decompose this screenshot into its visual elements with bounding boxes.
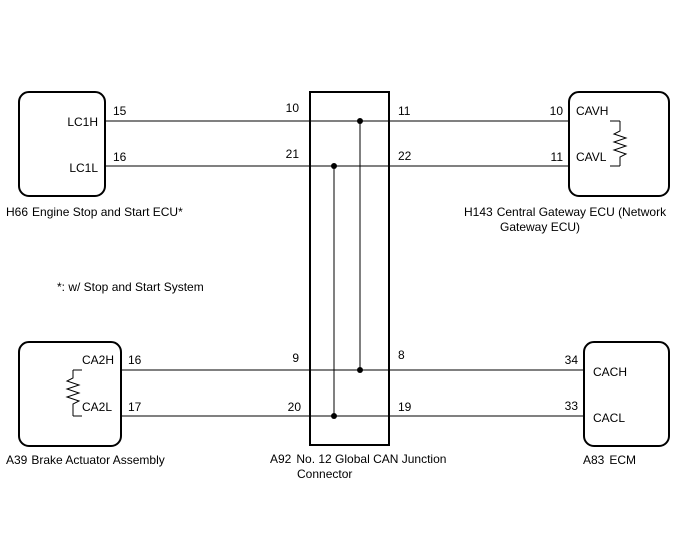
a92-right-pin-22: 22 bbox=[398, 149, 412, 163]
a92-right-pin-19: 19 bbox=[398, 400, 412, 414]
a92-name-line2: Connector bbox=[297, 467, 352, 481]
h66-name: Engine Stop and Start ECU* bbox=[32, 205, 183, 219]
a39-pin-number-16: 16 bbox=[128, 353, 142, 367]
h66-pin-number-16: 16 bbox=[113, 150, 127, 164]
a92-code: A92 bbox=[270, 452, 292, 466]
a39-pin-number-17: 17 bbox=[128, 400, 142, 414]
a83-ecm-box bbox=[583, 341, 670, 447]
a39-code: A39 bbox=[6, 453, 28, 467]
a92-name-line1: No. 12 Global CAN Junction bbox=[296, 452, 446, 466]
h143-pin-number-10: 10 bbox=[550, 104, 564, 118]
a83-caption: A83 ECM bbox=[583, 453, 636, 467]
h66-code: H66 bbox=[6, 205, 28, 219]
h143-caption: H143 Central Gateway ECU (Network bbox=[464, 205, 667, 219]
a92-right-pin-11: 11 bbox=[398, 104, 411, 118]
a92-junction-connector-box bbox=[309, 91, 390, 446]
h66-pin-lc1h: LC1H bbox=[67, 115, 98, 129]
a83-pin-number-33: 33 bbox=[565, 399, 579, 413]
resistor-a39-icon bbox=[65, 370, 81, 416]
h66-ecu-box bbox=[18, 91, 106, 197]
a39-name: Brake Actuator Assembly bbox=[31, 453, 164, 467]
a83-code: A83 bbox=[583, 453, 605, 467]
resistor-h143-icon bbox=[612, 121, 628, 166]
a83-name: ECM bbox=[609, 453, 636, 467]
h66-caption: H66 Engine Stop and Start ECU* bbox=[6, 205, 183, 219]
a39-pin-ca2h: CA2H bbox=[82, 353, 114, 367]
junction-dot bbox=[331, 163, 337, 169]
h143-name-line1: Central Gateway ECU (Network bbox=[497, 205, 667, 219]
a83-pin-cach: CACH bbox=[593, 365, 627, 379]
h66-pin-lc1l: LC1L bbox=[69, 161, 98, 175]
a92-caption: A92 No. 12 Global CAN Junction bbox=[270, 452, 446, 466]
junction-dot bbox=[357, 367, 363, 373]
junction-dot bbox=[331, 413, 337, 419]
a92-left-pin-10: 10 bbox=[286, 101, 300, 115]
a39-pin-ca2l: CA2L bbox=[82, 400, 112, 414]
h143-code: H143 bbox=[464, 205, 493, 219]
h143-name-line2: Gateway ECU) bbox=[500, 220, 580, 234]
a92-left-pin-9: 9 bbox=[292, 351, 299, 365]
junction-dot bbox=[357, 118, 363, 124]
h66-pin-number-15: 15 bbox=[113, 104, 127, 118]
h143-pin-number-11: 11 bbox=[551, 150, 564, 164]
a83-pin-number-34: 34 bbox=[565, 353, 579, 367]
h143-pin-cavl: CAVL bbox=[576, 150, 607, 164]
footnote: *: w/ Stop and Start System bbox=[57, 280, 204, 294]
h143-gateway-box bbox=[568, 91, 670, 197]
a39-brake-actuator-box bbox=[18, 341, 122, 447]
h143-pin-cavh: CAVH bbox=[576, 104, 608, 118]
a92-left-pin-20: 20 bbox=[288, 400, 302, 414]
a92-left-pin-21: 21 bbox=[286, 147, 300, 161]
a92-right-pin-8: 8 bbox=[398, 348, 405, 362]
a83-pin-cacl: CACL bbox=[593, 411, 625, 425]
